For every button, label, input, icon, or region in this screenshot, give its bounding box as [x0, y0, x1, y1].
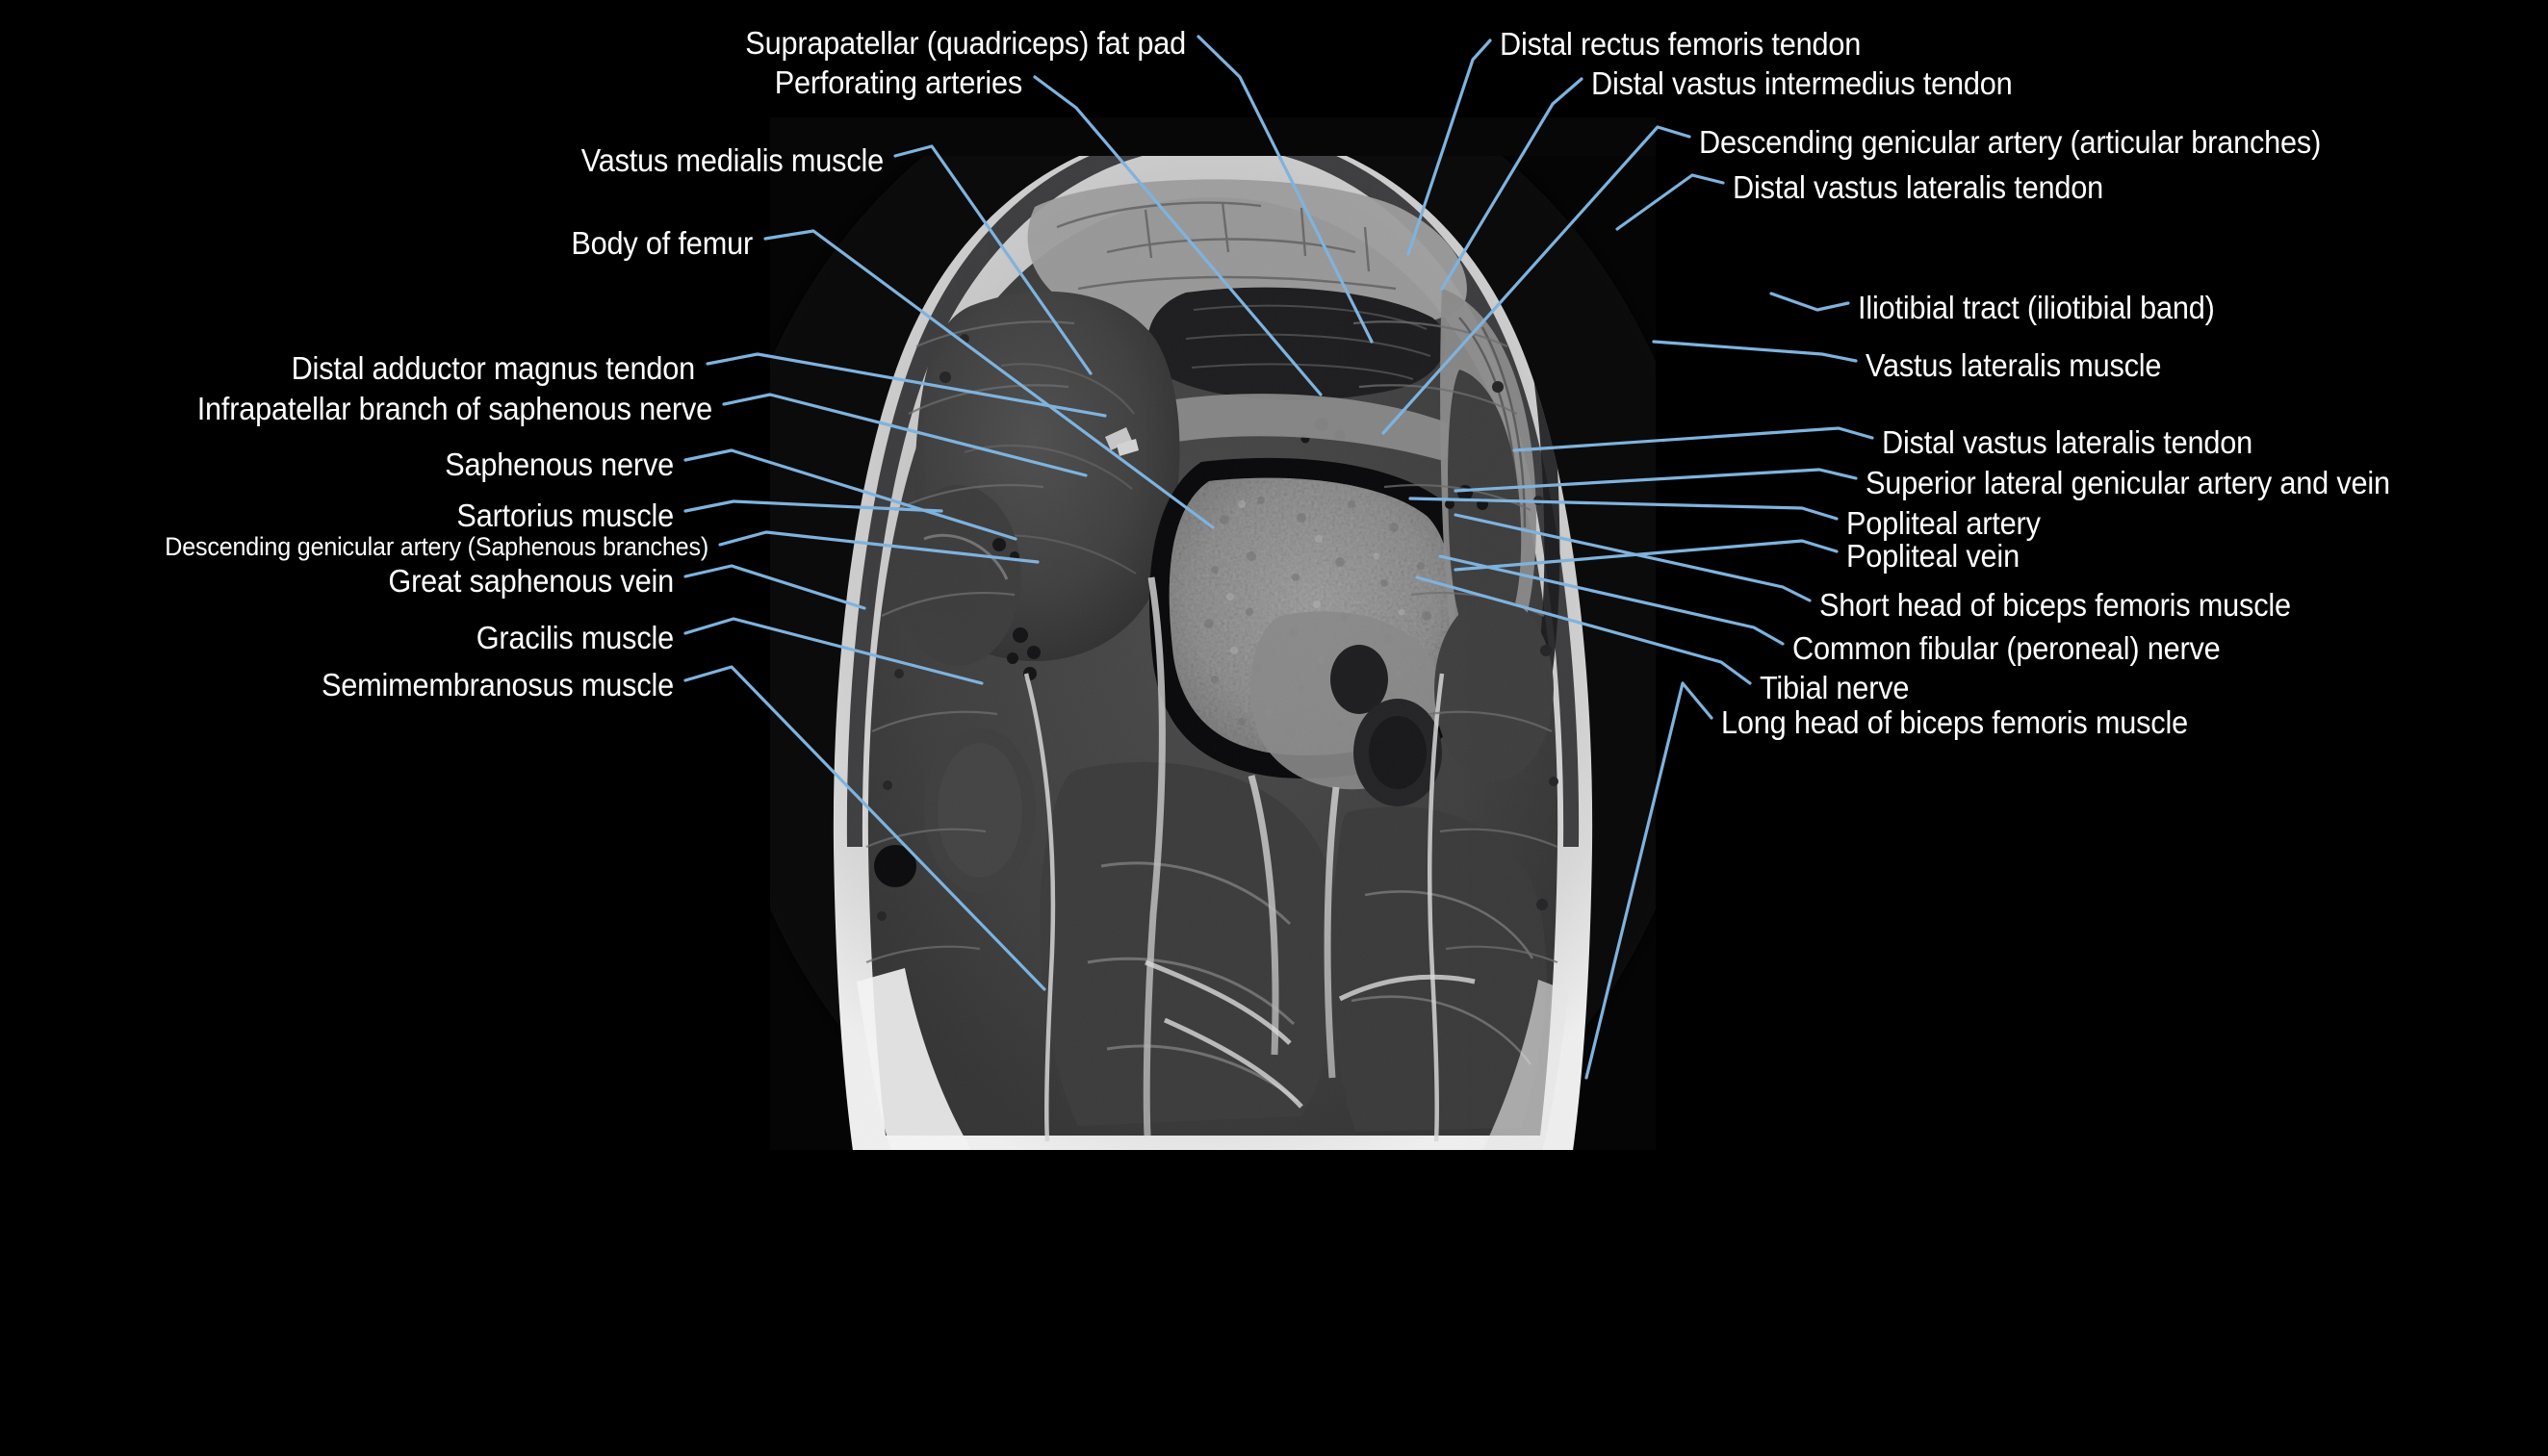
label-popliteal-vein: Popliteal vein	[1846, 538, 2020, 574]
label-body-of-femur: Body of femur	[571, 225, 753, 261]
label-semimembranosus-muscle: Semimembranosus muscle	[321, 667, 674, 702]
label-great-saphenous-vein: Great saphenous vein	[388, 563, 674, 599]
label-descending-genicular-artery-saphenous: Descending genicular artery (Saphenous b…	[165, 532, 708, 561]
label-saphenous-nerve: Saphenous nerve	[445, 447, 674, 482]
label-short-head-biceps-femoris-muscle: Short head of biceps femoris muscle	[1819, 587, 2291, 623]
label-vastus-medialis-muscle: Vastus medialis muscle	[580, 142, 884, 178]
label-iliotibial-tract: Iliotibial tract (iliotibial band)	[1858, 290, 2215, 325]
label-distal-vastus-intermedius-tendon: Distal vastus intermedius tendon	[1591, 65, 2013, 101]
label-infrapatellar-branch-saphenous-nerve: Infrapatellar branch of saphenous nerve	[196, 391, 712, 426]
label-common-fibular-peroneal-nerve: Common fibular (peroneal) nerve	[1792, 630, 2221, 666]
label-sartorius-muscle: Sartorius muscle	[456, 498, 674, 533]
label-superior-lateral-genicular-artery-vein: Superior lateral genicular artery and ve…	[1866, 465, 2390, 500]
label-popliteal-artery: Popliteal artery	[1846, 505, 2041, 541]
label-descending-genicular-artery-articular: Descending genicular artery (articular b…	[1699, 124, 2322, 160]
label-distal-rectus-femoris-tendon: Distal rectus femoris tendon	[1500, 26, 1862, 62]
label-vastus-lateralis-muscle: Vastus lateralis muscle	[1866, 347, 2162, 383]
label-distal-vastus-lateralis-tendon-upper: Distal vastus lateralis tendon	[1733, 169, 2104, 205]
label-suprapatellar-fat-pad: Suprapatellar (quadriceps) fat pad	[745, 25, 1186, 61]
label-tibial-nerve: Tibial nerve	[1760, 670, 1910, 705]
label-distal-vastus-lateralis-tendon-lower: Distal vastus lateralis tendon	[1882, 424, 2253, 460]
label-distal-adductor-magnus-tendon: Distal adductor magnus tendon	[291, 350, 696, 386]
label-long-head-biceps-femoris-muscle: Long head of biceps femoris muscle	[1721, 704, 2188, 740]
label-gracilis-muscle: Gracilis muscle	[476, 620, 674, 655]
label-perforating-arteries: Perforating arteries	[774, 64, 1022, 100]
